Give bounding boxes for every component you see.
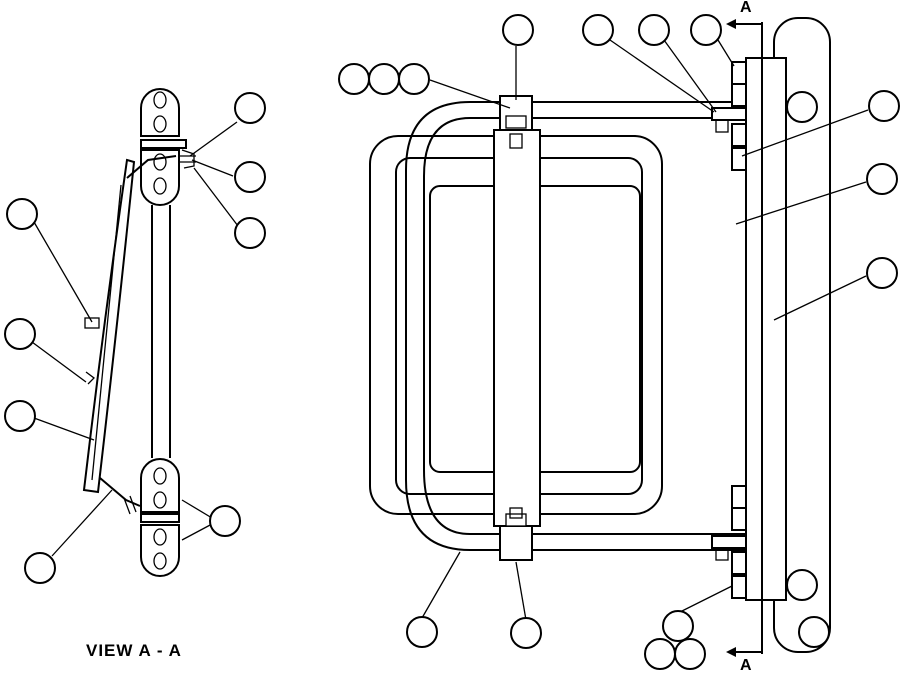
callout-balloon: [24, 552, 56, 584]
callout-balloon: [662, 610, 694, 642]
callout-balloon: [406, 616, 438, 648]
callout-balloon: [234, 161, 266, 193]
callout-balloon: [582, 14, 614, 46]
callout-balloon: [674, 638, 706, 670]
callout-balloon: [6, 198, 38, 230]
callout-balloon: [798, 616, 830, 648]
section-marker-bottom: A: [740, 657, 752, 674]
callout-balloon: [502, 14, 534, 46]
callout-balloon: [4, 318, 36, 350]
callout-balloon: [690, 14, 722, 46]
callout-balloon: [644, 638, 676, 670]
mirror-glass-side: [82, 158, 136, 494]
callout-balloon: [234, 92, 266, 124]
view-label: VIEW A - A: [86, 641, 182, 660]
callout-balloon: [4, 400, 36, 432]
view-a-a-side-view: [82, 88, 196, 577]
upper-bracket-bottom: [140, 149, 180, 206]
callout-balloon: [209, 505, 241, 537]
callout-balloon: [510, 617, 542, 649]
callout-balloon: [368, 63, 400, 95]
callout-balloon: [786, 569, 818, 601]
upper-bracket-top: [140, 88, 180, 137]
front-view: [369, 17, 831, 657]
callout-balloon: [638, 14, 670, 46]
callout-balloon: [398, 63, 430, 95]
lower-bracket-top: [140, 458, 180, 513]
callout-balloon: [866, 257, 898, 289]
callout-balloon: [866, 163, 898, 195]
lower-bracket-bottom: [140, 524, 180, 577]
callout-balloon: [338, 63, 370, 95]
callout-balloon: [868, 90, 900, 122]
leader-lines: [31, 39, 869, 621]
callout-group: [4, 14, 900, 670]
section-marker-top: A: [740, 0, 752, 16]
callout-balloon: [786, 91, 818, 123]
callout-balloon: [234, 217, 266, 249]
center-strap: [493, 129, 541, 527]
